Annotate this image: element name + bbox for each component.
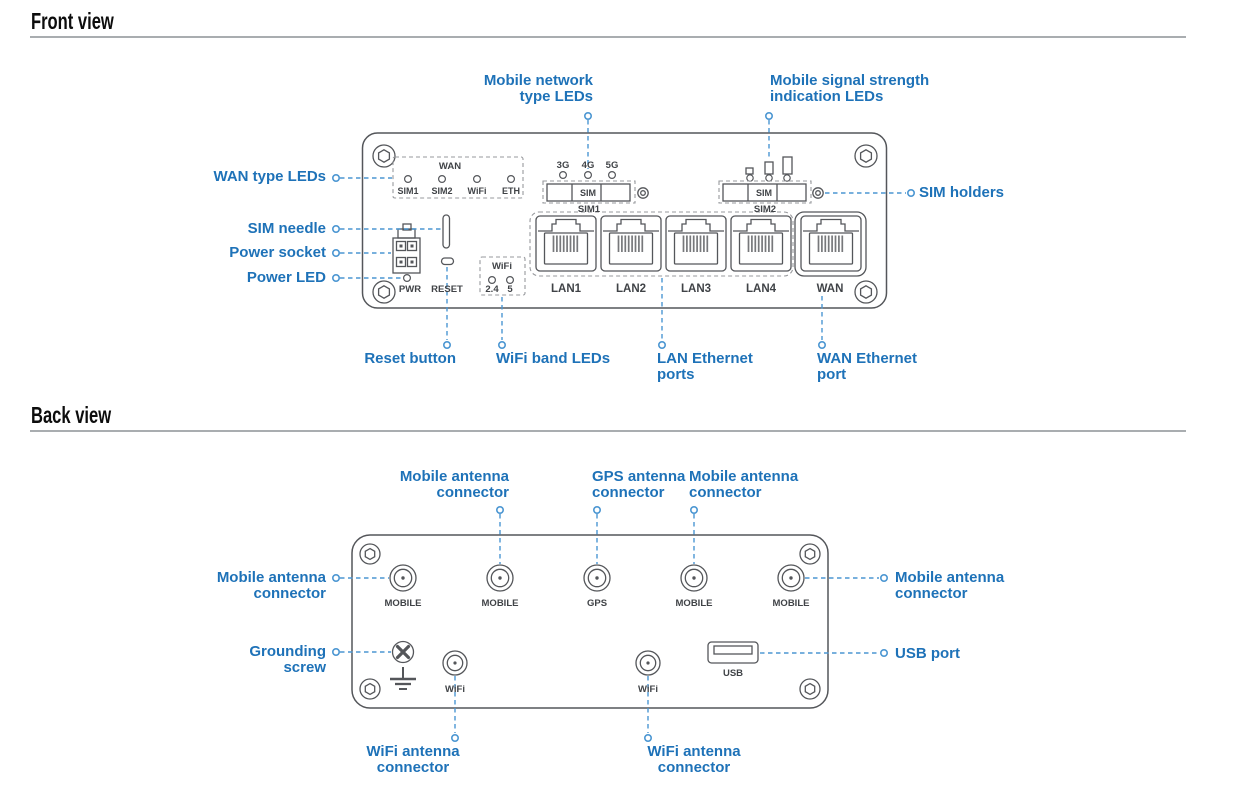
wan-led-label-sim1: SIM1 (397, 186, 419, 196)
wan-led-sim1 (404, 175, 413, 184)
wan-led-eth (507, 175, 516, 184)
wifi-led-5 (506, 276, 515, 285)
callout-wifi-antenna-left: WiFi antenna connector (366, 743, 460, 776)
callout-wan-ethernet-port: WAN Ethernet port (817, 350, 918, 383)
wan-led-group (392, 156, 524, 199)
callout-wan-type-leds: WAN type LEDs (213, 168, 326, 185)
wifi-band-24-label: 2.4 (485, 284, 499, 295)
gps-antenna-connector[interactable] (583, 564, 611, 592)
antenna-label-mobile-4: MOBILE (772, 598, 810, 609)
grounding-screw[interactable] (391, 640, 415, 664)
callout-wifi-band-leds: WiFi band LEDs (496, 350, 611, 367)
led-label-5g: 5G (605, 160, 619, 171)
wan-led-group-title: WAN (438, 161, 462, 172)
mobile-antenna-connector-4[interactable] (777, 564, 805, 592)
callout-mobile-antenna-left: Mobile antenna connector (216, 569, 326, 602)
sim1-slot-text: SIM (579, 188, 596, 198)
sim1-eject-hole[interactable] (637, 187, 649, 199)
callout-grounding-screw: Grounding screw (249, 643, 326, 676)
power-led (403, 274, 412, 283)
back-callout-lines (331, 505, 888, 742)
wan-led-sim2 (438, 175, 447, 184)
callout-power-socket: Power socket (229, 244, 326, 261)
earth-ground-symbol (390, 667, 416, 690)
back-heading-rule (30, 430, 1186, 432)
led-label-3g: 3G (556, 160, 570, 171)
wan-group-outline (794, 211, 867, 277)
network-type-leds (558, 171, 616, 180)
antenna-label-mobile-1: MOBILE (384, 598, 422, 609)
callout-mobile-antenna-right: Mobile antenna connector (895, 569, 1005, 602)
callout-mobile-network-type-leds: Mobile network type LEDs (483, 72, 593, 105)
lan4-label: LAN4 (745, 283, 777, 295)
wan-port-label: WAN (816, 283, 844, 295)
wan-led-label-sim2: SIM2 (431, 186, 453, 196)
lan-group-outline (529, 211, 794, 277)
mobile-antenna-connector-3[interactable] (680, 564, 708, 592)
sim1-holder[interactable] (542, 180, 649, 204)
wifi-connector-label-2: WiFi (638, 684, 658, 695)
signal-strength-leds (745, 156, 793, 182)
wifi-led-24 (488, 276, 497, 285)
callout-power-led: Power LED (246, 269, 326, 286)
callout-mobile-antenna-top-right: Mobile antenna connector (689, 468, 799, 501)
reset-label: RESET (431, 284, 463, 295)
callout-sim-holders: SIM holders (919, 184, 1005, 201)
wifi-group-title: WiFi (492, 261, 512, 272)
sim2-holder[interactable] (718, 180, 824, 204)
sim-needle (442, 214, 451, 249)
lan2-label: LAN2 (615, 283, 647, 295)
callout-lan-ethernet-ports: LAN Ethernet ports (657, 350, 753, 383)
wifi-band-5-label: 5 (507, 284, 513, 295)
lan3-label: LAN3 (680, 283, 712, 295)
back-view-heading: Back view (31, 402, 112, 428)
callout-wifi-antenna-right: WiFi antenna connector (647, 743, 741, 776)
callout-mobile-signal-strength-leds: Mobile signal strength indication LEDs (770, 72, 930, 105)
antenna-label-mobile-3: MOBILE (675, 598, 713, 609)
front-callout-lines (331, 112, 915, 349)
usb-port[interactable] (707, 641, 759, 664)
back-panel (351, 534, 829, 709)
wifi-band-led-group (479, 256, 526, 296)
sim2-eject-hole[interactable] (812, 187, 824, 199)
callout-reset-button: Reset button (364, 350, 456, 367)
mobile-antenna-connector-1[interactable] (389, 564, 417, 592)
power-socket[interactable] (392, 223, 421, 274)
callout-gps-antenna: GPS antenna connector (592, 468, 686, 501)
antenna-label-gps: GPS (586, 598, 608, 609)
callout-sim-needle: SIM needle (247, 220, 326, 237)
front-heading-rule (30, 36, 1186, 38)
front-view-heading: Front view (31, 8, 114, 34)
mobile-antenna-connector-2[interactable] (486, 564, 514, 592)
front-panel (361, 132, 888, 309)
sim1-name: SIM1 (577, 204, 601, 215)
usb-label: USB (722, 668, 744, 679)
reset-button[interactable] (440, 257, 455, 266)
antenna-label-mobile-2: MOBILE (481, 598, 519, 609)
callout-usb-port: USB port (895, 645, 960, 662)
wan-led-wifi (473, 175, 482, 184)
pwr-label: PWR (398, 284, 422, 295)
wan-led-label-wifi: WiFi (467, 186, 487, 196)
sim2-slot-text: SIM (755, 188, 772, 198)
led-label-4g: 4G (581, 160, 595, 171)
lan1-label: LAN1 (550, 283, 582, 295)
callout-mobile-antenna-top-left: Mobile antenna connector (399, 468, 509, 501)
wan-led-label-eth: ETH (502, 186, 520, 196)
sim2-name: SIM2 (753, 204, 777, 215)
wifi-connector-label-1: WiFi (445, 684, 465, 695)
